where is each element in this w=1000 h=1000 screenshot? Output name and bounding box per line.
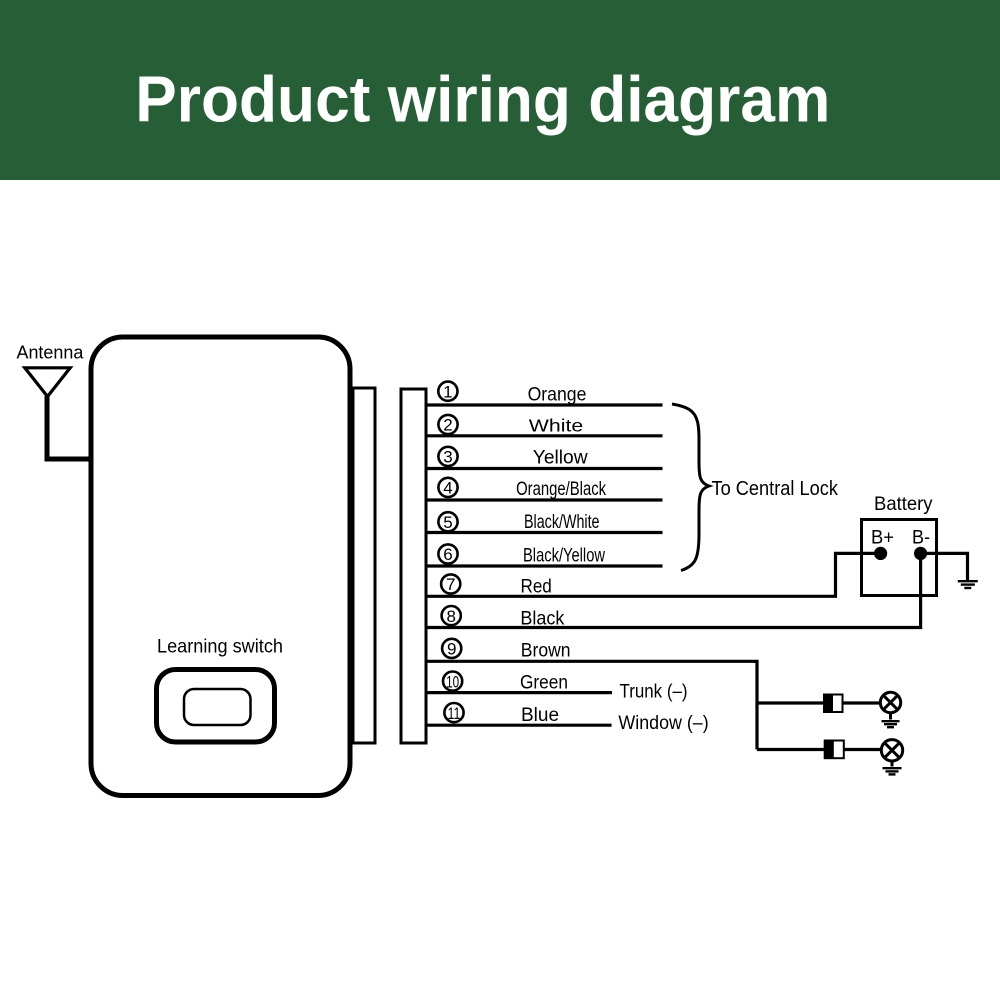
svg-text:Red: Red	[521, 575, 552, 597]
svg-text:9: 9	[447, 640, 456, 659]
svg-text:Yellow: Yellow	[533, 447, 588, 469]
svg-text:7: 7	[446, 575, 455, 594]
svg-text:3: 3	[443, 448, 452, 467]
svg-text:11: 11	[448, 704, 461, 723]
svg-text:8: 8	[446, 607, 455, 626]
svg-text:Black/Yellow: Black/Yellow	[523, 545, 606, 567]
svg-text:Green: Green	[520, 671, 568, 693]
svg-text:1: 1	[443, 382, 452, 401]
svg-text:Trunk (–): Trunk (–)	[620, 681, 688, 703]
svg-text:5: 5	[443, 513, 452, 532]
svg-text:Window (–): Window (–)	[618, 712, 708, 734]
svg-text:Learning switch: Learning switch	[157, 635, 283, 657]
svg-text:6: 6	[443, 545, 452, 564]
svg-text:Orange: Orange	[528, 383, 587, 405]
svg-text:2: 2	[443, 416, 452, 435]
svg-text:To Central Lock: To Central Lock	[712, 478, 839, 500]
svg-text:Brown: Brown	[521, 641, 571, 662]
svg-text:10: 10	[446, 672, 459, 691]
svg-text:Product wiring diagram: Product wiring diagram	[135, 62, 830, 135]
svg-text:Black/White: Black/White	[524, 511, 600, 533]
svg-text:Orange/Black: Orange/Black	[516, 478, 606, 500]
svg-text:B-: B-	[912, 527, 930, 549]
svg-text:Blue: Blue	[521, 704, 559, 726]
svg-text:Antenna: Antenna	[17, 342, 84, 363]
svg-text:4: 4	[443, 479, 452, 498]
svg-text:Battery: Battery	[874, 493, 933, 515]
svg-text:Black: Black	[520, 608, 564, 630]
svg-text:White: White	[529, 416, 583, 436]
svg-text:B+: B+	[871, 527, 894, 549]
